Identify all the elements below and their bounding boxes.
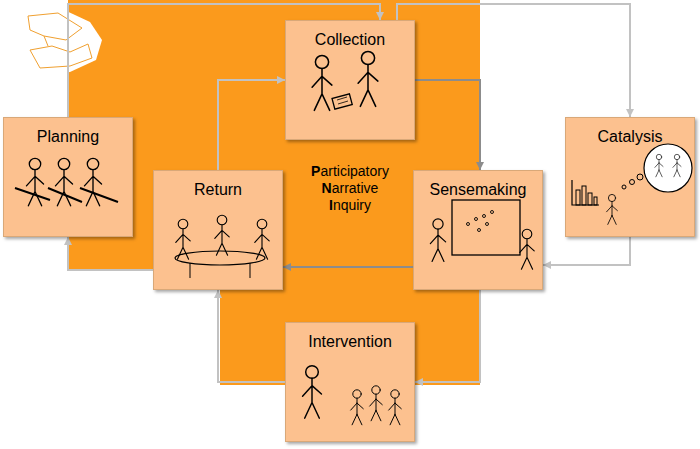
stick-figure <box>520 229 534 269</box>
thought-dot <box>622 185 626 189</box>
board-dots <box>467 211 494 232</box>
thought-dot <box>630 180 635 185</box>
sensemaking-figures <box>430 200 534 269</box>
box-fill <box>565 117 695 237</box>
catalysis-figures <box>572 144 692 224</box>
planning-figures <box>15 158 118 206</box>
desks <box>15 188 118 202</box>
clipboard-lines <box>337 97 348 104</box>
flow-arrow <box>283 266 413 268</box>
stage-title: Return <box>194 180 242 200</box>
stage-box: Sensemaking <box>413 170 543 290</box>
box-fill <box>153 170 283 290</box>
thought-bubble <box>644 144 692 192</box>
stick-figure <box>26 158 43 206</box>
stick-figure <box>84 158 101 206</box>
stage-title: Intervention <box>308 332 392 352</box>
box-fill <box>3 117 133 237</box>
flow-arrow <box>68 237 153 270</box>
stage-box: Catalysis <box>565 117 695 237</box>
return-figures <box>175 215 269 278</box>
flow-arrow <box>397 4 630 117</box>
region-text-wrap: Participatory Narrative Inquiry <box>300 163 400 214</box>
stick-figure <box>255 219 269 259</box>
corner-blob <box>22 8 102 75</box>
stage-title: Planning <box>37 127 99 147</box>
stick-figure <box>351 390 364 425</box>
stage-box: Intervention <box>285 322 415 442</box>
stick-figure <box>358 51 378 106</box>
stick-figure <box>655 154 663 177</box>
box-fills <box>3 20 695 442</box>
stick-figure <box>607 194 618 224</box>
stick-figure <box>430 219 445 262</box>
intervention-figures <box>303 366 402 425</box>
flow-arrow <box>543 237 630 265</box>
stage-box: Return <box>153 170 283 290</box>
chart-bar <box>588 193 592 205</box>
flow-arrow <box>415 80 480 170</box>
collection-figures <box>312 51 378 110</box>
stick-figure <box>55 158 72 206</box>
stage-title: Sensemaking <box>430 180 527 200</box>
thought-dot <box>637 174 643 180</box>
region-title: Participatory Narrative Inquiry <box>300 163 400 214</box>
flow-arrow <box>218 290 285 382</box>
flow-arrow <box>415 290 480 382</box>
clipboard <box>332 94 352 109</box>
stage-title: Collection <box>315 30 385 50</box>
chart-bar <box>582 186 586 205</box>
stick-figure <box>673 154 681 177</box>
chart-bar <box>576 190 580 205</box>
stick-figure <box>370 386 383 421</box>
stick-figure <box>303 366 322 419</box>
table-legs <box>190 263 250 278</box>
whiteboard <box>452 200 520 255</box>
chart-axes <box>572 180 599 205</box>
chart-bar <box>594 197 597 205</box>
flow-arrow <box>218 80 285 170</box>
box-fill <box>285 20 415 140</box>
stage-box: Collection <box>285 20 415 140</box>
box-fill <box>413 170 543 290</box>
stick-figure <box>312 55 332 110</box>
stick-figure <box>215 215 229 255</box>
stick-figure <box>389 390 402 425</box>
stage-title: Catalysis <box>598 127 663 147</box>
box-fill <box>285 322 415 442</box>
stage-box: Planning <box>3 117 133 237</box>
corner-contour <box>28 13 92 68</box>
round-table <box>175 251 265 265</box>
